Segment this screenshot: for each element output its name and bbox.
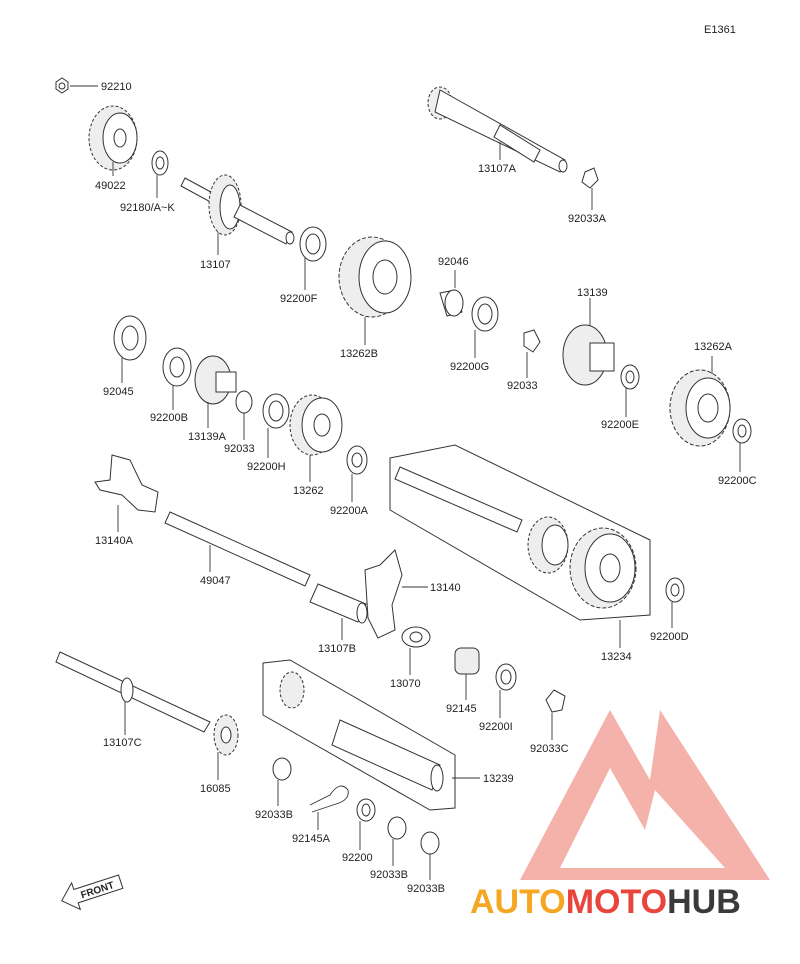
label-92200F: 92200F xyxy=(280,293,318,305)
label-13107: 13107 xyxy=(200,259,231,271)
part-13140-fork xyxy=(364,549,428,639)
part-92200E-washer xyxy=(620,364,640,417)
part-92033A-circlip xyxy=(581,167,599,210)
part-92045-bearing xyxy=(113,315,147,383)
part-92200C-washer xyxy=(732,418,752,472)
label-13139A: 13139A xyxy=(188,431,227,443)
part-13107C-shaft xyxy=(55,651,211,735)
label-13262: 13262 xyxy=(293,485,324,497)
label-13140: 13140 xyxy=(430,582,461,594)
label-92145: 92145 xyxy=(446,703,477,715)
part-13107-shaft xyxy=(180,174,295,255)
label-49047: 49047 xyxy=(200,575,231,587)
part-92210-nut xyxy=(55,77,98,94)
label-92145A: 92145A xyxy=(292,833,331,845)
part-92046-bearing xyxy=(439,270,464,317)
front-arrow: FRONT xyxy=(61,874,124,911)
label-13139: 13139 xyxy=(577,287,608,299)
part-92033B-circlip-3 xyxy=(420,831,440,880)
label-92200H: 92200H xyxy=(247,461,286,473)
part-92200F-washer xyxy=(299,226,327,290)
watermark-moto: MOTO xyxy=(566,883,667,921)
part-92200-washer xyxy=(356,798,376,850)
label-92200E: 92200E xyxy=(601,419,639,431)
part-13262B-gear xyxy=(338,236,412,345)
part-92033B-circlip-2 xyxy=(387,816,407,866)
part-13239-shift-drum xyxy=(262,659,480,811)
label-13107B: 13107B xyxy=(318,643,356,655)
label-13234: 13234 xyxy=(601,651,632,663)
label-92033: 92033 xyxy=(507,380,538,392)
watermark-auto: AUTO xyxy=(470,883,566,921)
part-92145-spring xyxy=(454,647,480,700)
label-13262A: 13262A xyxy=(694,341,733,353)
part-13139A-gear xyxy=(194,355,237,428)
watermark-triangle-inner xyxy=(560,768,725,868)
label-92200B: 92200B xyxy=(150,412,188,424)
label-92033A: 92033A xyxy=(568,213,607,225)
label-92180: 92180/A~K xyxy=(120,202,175,214)
part-92200H-washer xyxy=(262,393,290,458)
part-13107B-sleeve xyxy=(309,583,368,640)
label-92210: 92210 xyxy=(101,81,132,93)
label-92046: 92046 xyxy=(438,256,469,268)
label-49022: 49022 xyxy=(95,180,126,192)
part-13234-assembly xyxy=(389,444,651,648)
diagram-code: E1361 xyxy=(704,24,736,36)
part-92033-circlip-2 xyxy=(235,390,253,440)
label-13140A: 13140A xyxy=(95,535,134,547)
label-92033-2: 92033 xyxy=(224,443,255,455)
part-13107A-shaft xyxy=(427,86,568,173)
part-49022-gear xyxy=(88,105,138,176)
part-92033B-circlip-1 xyxy=(272,757,292,806)
part-16085-gear xyxy=(213,714,239,780)
part-92200B-washer xyxy=(162,347,192,410)
label-92033C: 92033C xyxy=(530,743,569,755)
label-92200C: 92200C xyxy=(718,475,757,487)
part-13262A-gear xyxy=(669,356,731,447)
label-16085: 16085 xyxy=(200,783,231,795)
label-13262B: 13262B xyxy=(340,348,378,360)
label-13239: 13239 xyxy=(483,773,514,785)
watermark-text: AUTOMOTOHUB xyxy=(470,883,741,921)
label-92033B-2: 92033B xyxy=(370,869,408,881)
label-92200: 92200 xyxy=(342,852,373,864)
label-92033B-3: 92033B xyxy=(407,883,445,895)
part-92145A-spring xyxy=(309,785,349,830)
part-49047-rod xyxy=(164,511,311,587)
part-92200A-washer xyxy=(346,445,368,502)
watermark-hub: HUB xyxy=(667,883,741,921)
label-92200G: 92200G xyxy=(450,361,489,373)
label-92200D: 92200D xyxy=(650,631,689,643)
part-13140A-fork xyxy=(94,454,159,532)
label-13070: 13070 xyxy=(390,678,421,690)
part-13262-gear xyxy=(289,394,343,482)
label-92045: 92045 xyxy=(103,386,134,398)
part-92180-washer xyxy=(151,150,169,198)
label-13107A: 13107A xyxy=(478,163,517,175)
label-92033B-1: 92033B xyxy=(255,809,293,821)
part-13139-gear xyxy=(562,298,615,386)
label-92200A: 92200A xyxy=(330,505,369,517)
part-92033-circlip xyxy=(523,329,541,378)
label-13107C: 13107C xyxy=(103,737,142,749)
part-92200I-washer xyxy=(495,663,517,718)
label-92200I: 92200I xyxy=(479,721,513,733)
part-13070-guide xyxy=(401,626,431,675)
part-92033C-circlip xyxy=(545,689,566,740)
part-92200G-washer xyxy=(471,296,499,358)
watermark-logo xyxy=(520,710,770,880)
part-92200D-washer xyxy=(665,577,685,628)
